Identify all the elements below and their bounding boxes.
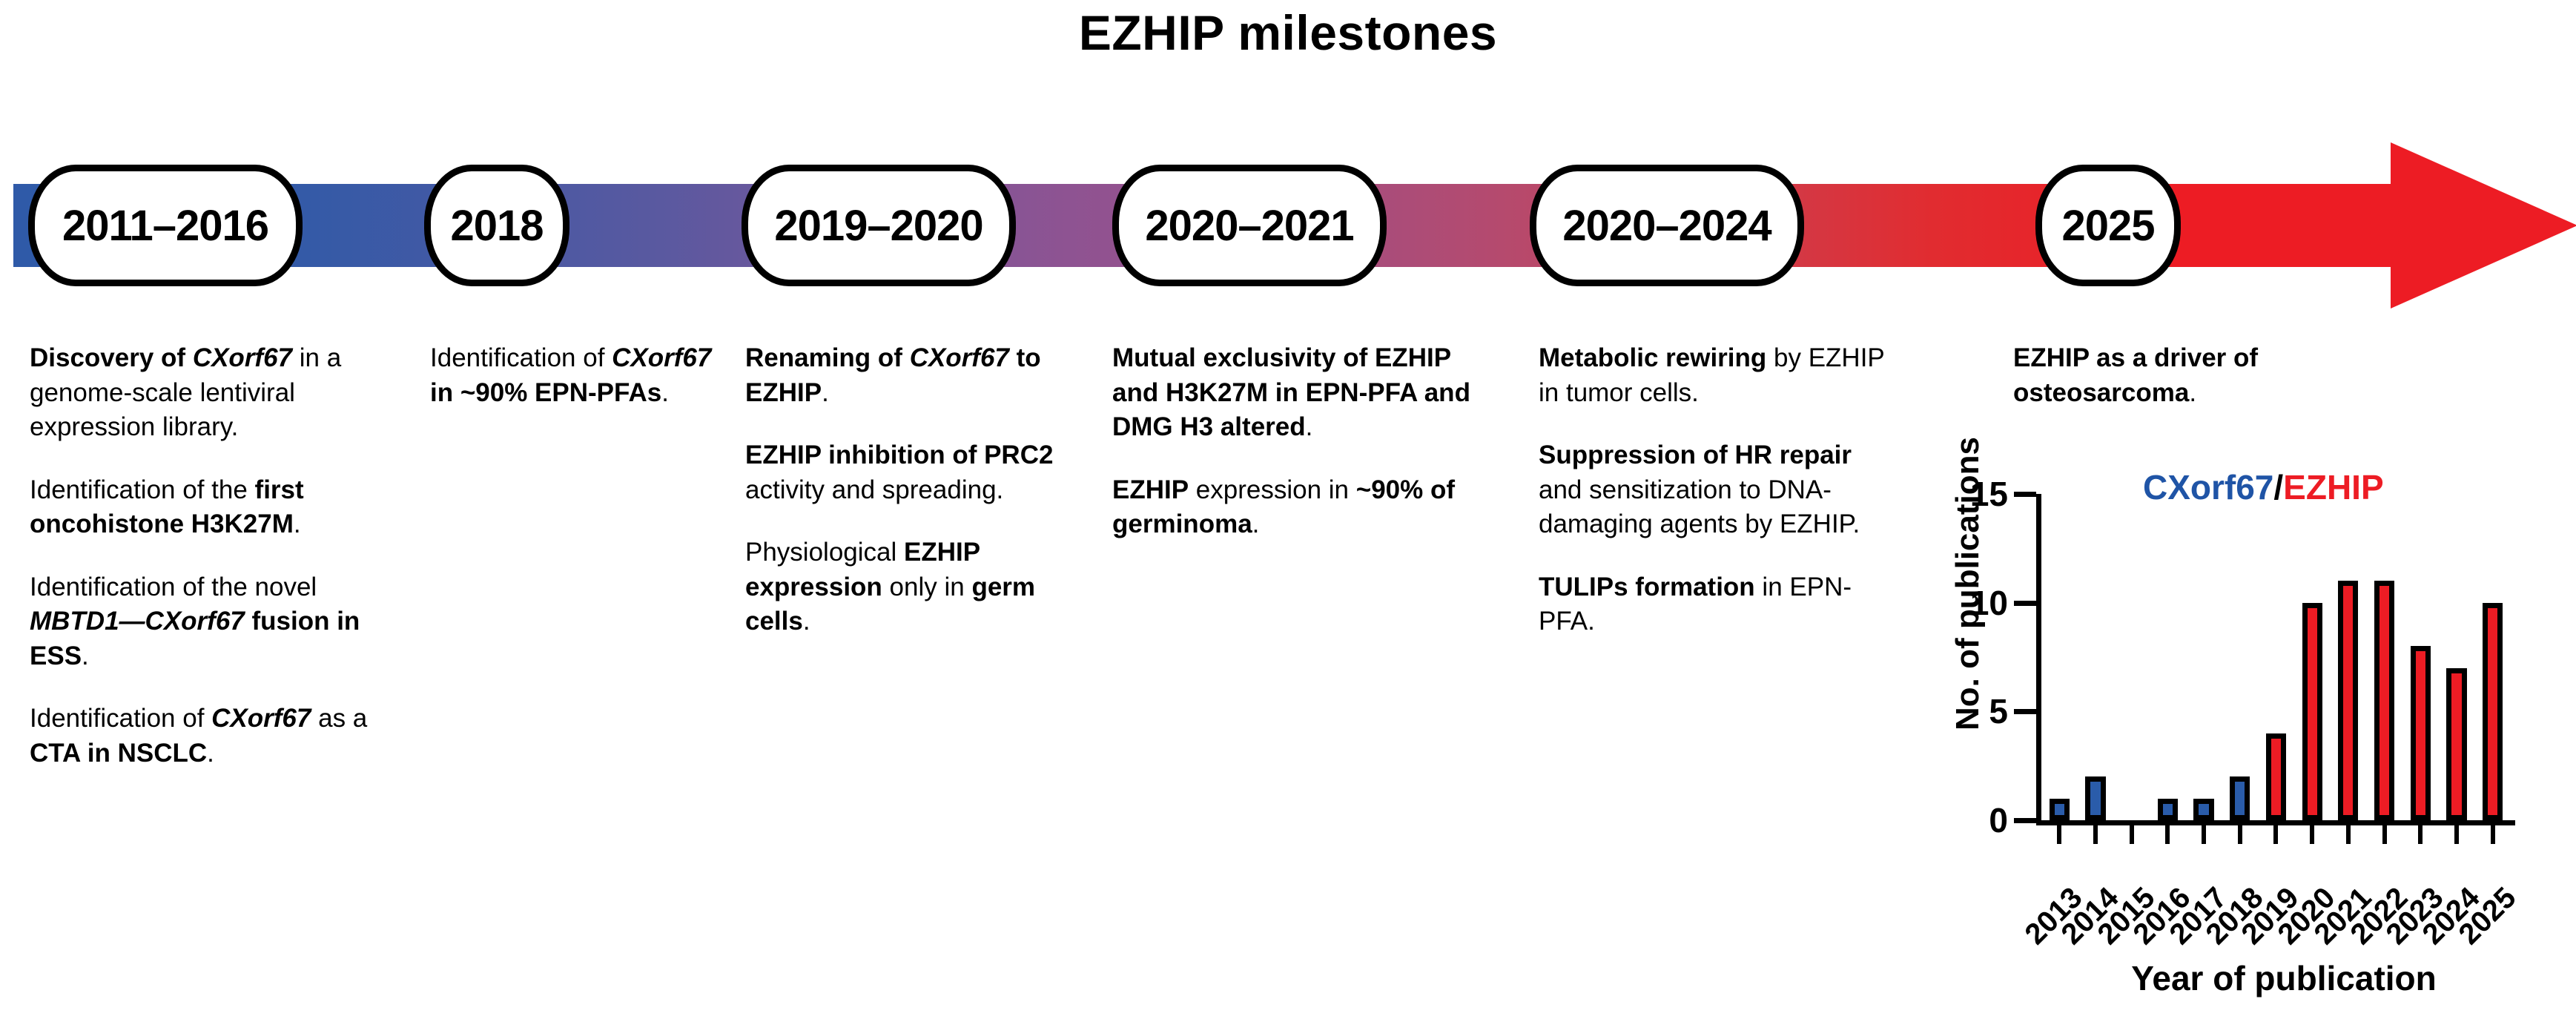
chart-bar-slot: 2018: [2199, 494, 2269, 951]
chart-y-tick: [2014, 492, 2036, 497]
chart-bar[interactable]: [2265, 733, 2287, 820]
milestone-entry: Identification of the first oncohistone …: [30, 475, 304, 539]
chart-x-tick: [2382, 825, 2387, 844]
milestone-entry: Discovery of CXorf67 in a genome-scale l…: [30, 343, 342, 442]
milestone-entry: EZHIP as a driver of osteosarcoma.: [2013, 343, 2259, 407]
page-title: EZHIP milestones: [1078, 5, 1498, 60]
chart-x-tick: [2093, 825, 2098, 844]
chart-x-tick: [2418, 825, 2423, 844]
legend-separator: /: [2273, 468, 2284, 507]
legend-cxorf67: CXorf67: [2143, 468, 2274, 507]
milestone-entry: TULIPs formation in EPN-PFA.: [1539, 572, 1852, 636]
timeline-node-2[interactable]: 2019–2020: [742, 165, 1016, 286]
milestone-entry: Renaming of CXorf67 to EZHIP.: [745, 343, 1041, 407]
chart-bar-slot: 2024: [2416, 494, 2486, 951]
milestone-entry: Suppression of HR repair and sensitizati…: [1539, 441, 1860, 539]
timeline-node-1[interactable]: 2018: [424, 165, 569, 286]
chart-bar[interactable]: [2338, 581, 2359, 820]
milestone-entry: EZHIP expression in ~90% of germinoma.: [1112, 475, 1455, 539]
chart-bar[interactable]: [2157, 798, 2179, 820]
chart-legend: CXorf67/EZHIP: [2143, 467, 2384, 507]
chart-bar-slot: 2020: [2272, 494, 2342, 951]
chart-bar-slot: 2019: [2236, 494, 2305, 951]
arrow-head-icon: [2391, 142, 2576, 309]
chart-bar-slot: 2013: [2019, 494, 2089, 951]
chart-x-axis: [2036, 820, 2515, 825]
chart-x-tick: [2454, 825, 2459, 844]
milestone-entry: Mutual exclusivity of EZHIP and H3K27M i…: [1112, 343, 1470, 442]
chart-bar-slot: 2014: [2055, 494, 2125, 951]
chart-y-axis: [2036, 494, 2041, 820]
timeline-node-5[interactable]: 2025: [2035, 165, 2181, 286]
legend-ezhip: EZHIP: [2283, 468, 2384, 507]
chart-x-tick: [2310, 825, 2315, 844]
chart-x-tick: [2273, 825, 2279, 844]
milestone-entry: Identification of CXorf67 as a CTA in NS…: [30, 704, 368, 768]
milestone-entry: Physiological EZHIP expression only in g…: [745, 538, 1036, 636]
chart-bar[interactable]: [2193, 798, 2214, 820]
milestone-column-2: Renaming of CXorf67 to EZHIP. EZHIP inhib…: [745, 341, 1071, 667]
chart-bar[interactable]: [2049, 798, 2070, 820]
milestone-entry: Identification of the novel MBTD1—CXorf6…: [30, 572, 360, 670]
chart-bar[interactable]: [2410, 646, 2431, 820]
chart-bar[interactable]: [2446, 667, 2467, 820]
chart-x-tick: [2202, 825, 2207, 844]
milestone-column-4: Metabolic rewiring by EZHIP in tumor cel…: [1539, 341, 1887, 667]
chart-y-tick-label: 0: [1989, 801, 2008, 840]
chart-x-tick: [2165, 825, 2170, 844]
chart-bar-slot: 2015: [2091, 494, 2161, 951]
chart-bar[interactable]: [2374, 581, 2395, 820]
chart-x-tick: [2237, 825, 2242, 844]
chart-y-tick-label: 5: [1989, 692, 2008, 731]
chart-bar-slot: 2016: [2127, 494, 2197, 951]
timeline-node-4[interactable]: 2020–2024: [1530, 165, 1804, 286]
chart-bar[interactable]: [2302, 602, 2322, 820]
chart-bar[interactable]: [2482, 602, 2503, 820]
chart-x-tick: [2057, 825, 2062, 844]
chart-x-tick: [2345, 825, 2351, 844]
milestone-entry: Metabolic rewiring by EZHIP in tumor cel…: [1539, 343, 1885, 407]
milestone-column-1: Identification of CXorf67 in ~90% EPN-PF…: [430, 341, 719, 438]
milestone-column-0: Discovery of CXorf67 in a genome-scale l…: [30, 341, 408, 799]
chart-bar-slot: 2023: [2380, 494, 2450, 951]
milestone-entry: Identification of CXorf67 in ~90% EPN-PF…: [430, 343, 712, 407]
timeline-node-3[interactable]: 2020–2021: [1112, 165, 1387, 286]
milestone-entry: EZHIP inhibition of PRC2 activity and sp…: [745, 441, 1054, 504]
chart-y-tick: [2014, 709, 2036, 715]
chart-bar-slot: 2017: [2164, 494, 2233, 951]
chart-bar-slot: 2021: [2308, 494, 2377, 951]
chart-y-tick-label: 15: [1969, 475, 2008, 513]
timeline-node-0[interactable]: 2011–2016: [28, 165, 303, 286]
chart-y-tick: [2014, 600, 2036, 606]
chart-bar[interactable]: [2085, 776, 2106, 820]
chart-x-tick: [2129, 825, 2134, 844]
chart-x-tick: [2490, 825, 2495, 844]
chart-bar-slot: 2022: [2344, 494, 2414, 951]
chart-bar-slot: 2025: [2452, 494, 2522, 951]
chart-y-tick-label: 10: [1969, 583, 2008, 622]
milestone-column-5: EZHIP as a driver of osteosarcoma.: [2013, 341, 2377, 438]
chart-y-tick: [2014, 818, 2036, 823]
chart-bar[interactable]: [2230, 776, 2250, 820]
chart-x-axis-label: Year of publication: [2131, 959, 2437, 997]
milestone-column-3: Mutual exclusivity of EZHIP and H3K27M i…: [1112, 341, 1476, 570]
